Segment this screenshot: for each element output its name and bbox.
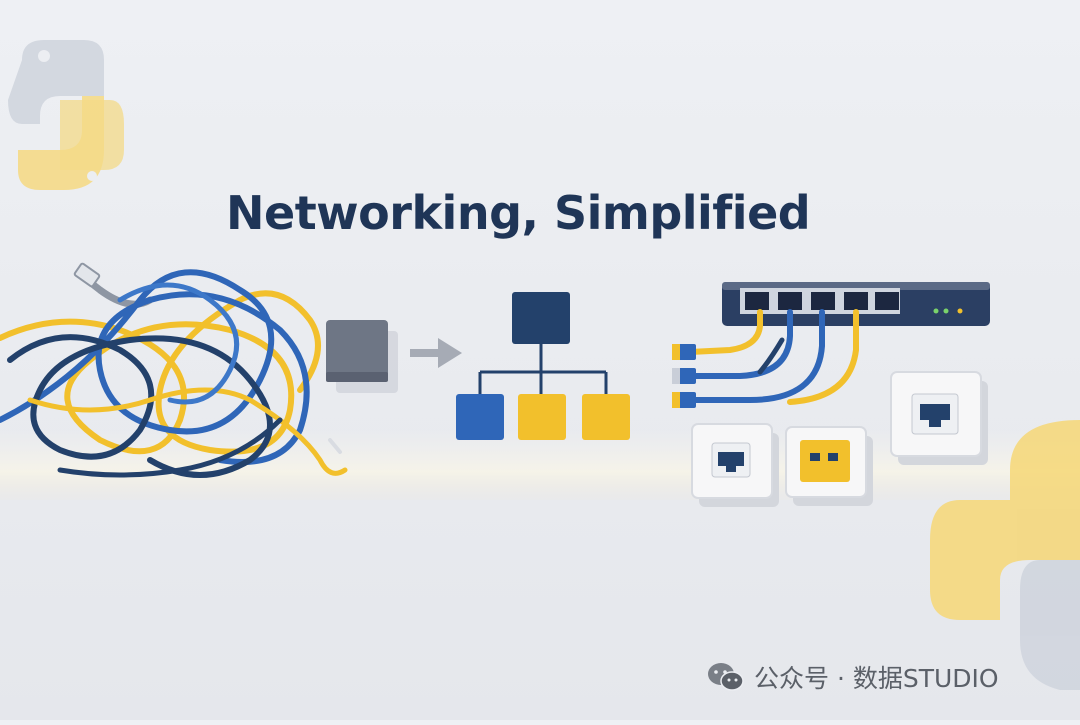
ethernet-wall-jack-icon — [691, 423, 779, 507]
python-logo-icon — [930, 420, 1080, 690]
watermark-text: 公众号 · 数据STUDIO — [754, 664, 999, 693]
cable-plugs — [672, 344, 696, 408]
python-logo-icon — [8, 40, 124, 190]
gray-block-icon — [326, 320, 398, 393]
ethernet-wall-jack-icon — [785, 426, 873, 506]
switch-cables — [687, 309, 859, 405]
watermark: 公众号 · 数据STUDIO — [706, 660, 999, 694]
arrow-right-icon — [410, 338, 462, 368]
ethernet-wall-jack-icon — [890, 371, 988, 465]
hierarchy-tree-icon — [456, 292, 630, 440]
wechat-icon — [708, 663, 744, 691]
page-title: Networking, Simplified — [226, 186, 811, 240]
tangled-cables-icon — [0, 262, 348, 478]
